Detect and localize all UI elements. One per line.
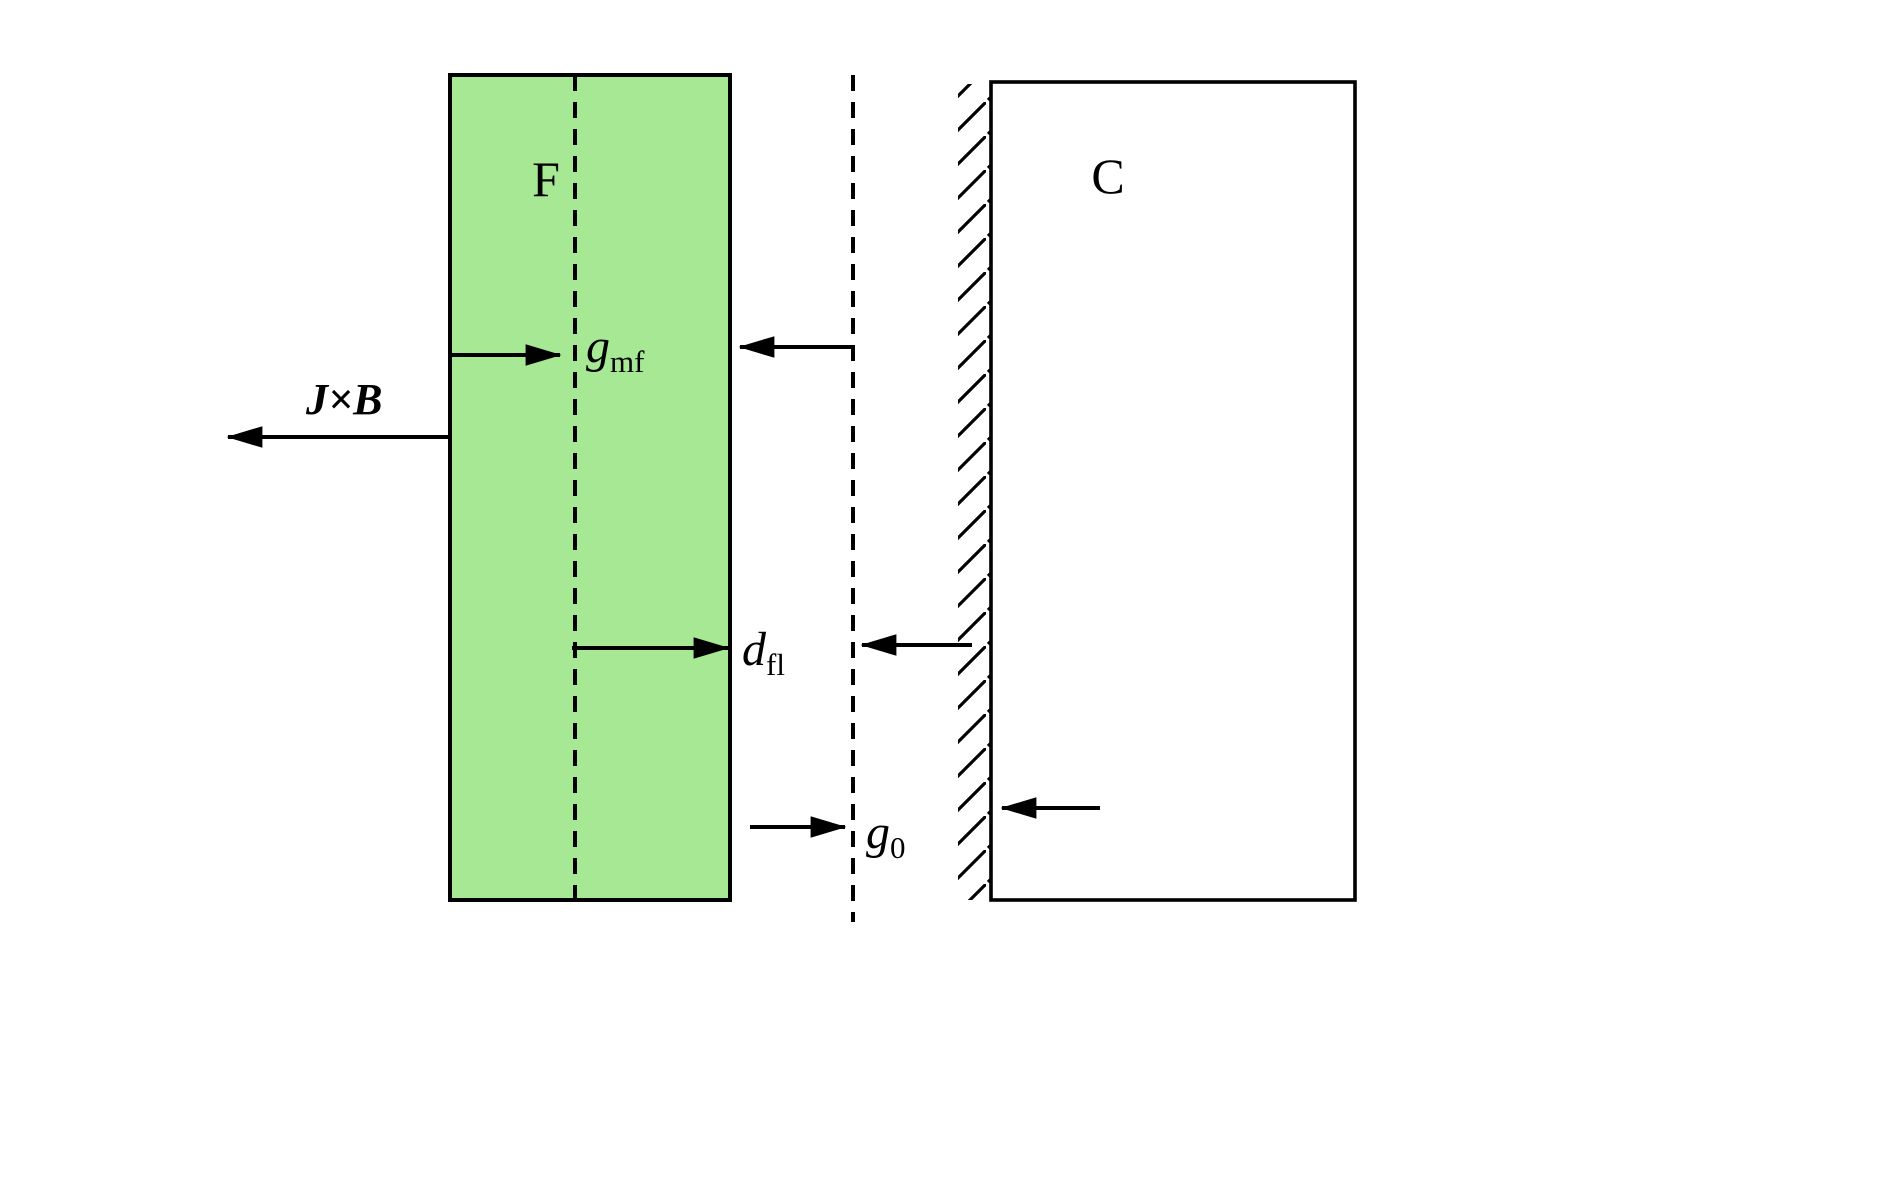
wall-label: C [1091,148,1124,204]
wall-region [989,80,1357,902]
gmf-sub: mf [610,344,645,379]
dfl-label: dfl [742,623,785,682]
film-label: F [532,151,560,207]
g0-sub: 0 [890,830,906,865]
wall-hatching [958,84,991,900]
dfl-base: d [742,623,767,676]
gmf-label: gmf [586,320,645,379]
g0-label: g0 [866,806,906,865]
film-region [448,73,732,902]
gmf-base: g [586,320,610,373]
dfl-sub: fl [766,647,785,682]
jxb-label: J×B [305,375,382,424]
g0-base: g [866,806,890,859]
